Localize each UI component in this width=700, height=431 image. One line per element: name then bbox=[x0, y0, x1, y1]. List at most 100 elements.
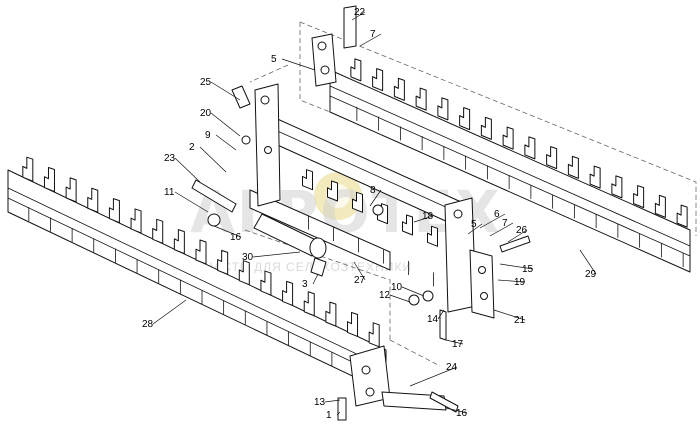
tine bbox=[567, 155, 579, 179]
tine bbox=[238, 260, 250, 286]
tine bbox=[480, 116, 492, 140]
callout-leader bbox=[489, 222, 514, 237]
tine bbox=[654, 194, 666, 218]
callout-21: 21 bbox=[514, 315, 526, 326]
pins-and-parts bbox=[191, 85, 531, 341]
tine bbox=[589, 165, 601, 189]
callout-leader bbox=[437, 309, 445, 320]
washer-12 bbox=[408, 294, 420, 306]
main-frame bbox=[249, 83, 495, 319]
rear-bracket bbox=[311, 33, 337, 87]
tine bbox=[260, 270, 272, 296]
tine bbox=[352, 191, 363, 213]
callout-13: 13 bbox=[314, 397, 326, 408]
rear-harrow-bar bbox=[311, 5, 691, 273]
callout-leader bbox=[579, 249, 597, 275]
tine bbox=[427, 225, 438, 247]
washer-16 bbox=[207, 213, 221, 227]
callout-leader bbox=[152, 299, 187, 325]
callout-28: 28 bbox=[142, 319, 154, 330]
callout-9: 9 bbox=[205, 130, 211, 141]
callout-16: 16 bbox=[456, 408, 468, 419]
nut-20 bbox=[241, 135, 251, 145]
callout-leader bbox=[507, 229, 528, 243]
callout-leader bbox=[445, 339, 464, 345]
callout-24: 24 bbox=[446, 362, 458, 373]
callout-leader bbox=[312, 273, 319, 285]
left-mast bbox=[254, 83, 281, 207]
tine bbox=[173, 229, 185, 255]
nut-8 bbox=[372, 204, 384, 216]
callout-leader bbox=[467, 223, 483, 235]
callout-20: 20 bbox=[200, 108, 212, 119]
callout-17: 17 bbox=[452, 339, 464, 350]
callout-10: 10 bbox=[391, 282, 403, 293]
callout-11: 11 bbox=[164, 187, 175, 198]
callout-leader bbox=[215, 134, 237, 151]
tine bbox=[437, 97, 449, 121]
callout-leader bbox=[174, 191, 209, 213]
callout-leader bbox=[252, 251, 301, 258]
callout-6: 6 bbox=[494, 209, 500, 220]
callout-leader bbox=[409, 366, 458, 387]
callout-leader bbox=[210, 81, 241, 101]
callout-leader bbox=[497, 279, 526, 283]
tine bbox=[152, 218, 164, 244]
callout-7: 7 bbox=[502, 218, 508, 229]
tine bbox=[676, 204, 688, 228]
tine bbox=[87, 187, 99, 213]
callout-leader bbox=[359, 33, 382, 47]
callout-12: 12 bbox=[379, 290, 391, 301]
tine bbox=[130, 208, 142, 234]
tine bbox=[347, 311, 359, 337]
pin-16b bbox=[429, 391, 459, 413]
tine bbox=[633, 185, 645, 209]
pin-23 bbox=[191, 179, 237, 213]
tine bbox=[611, 175, 623, 199]
tube-30 bbox=[253, 213, 321, 257]
rear-clamp-22 bbox=[343, 5, 357, 49]
callout-2: 2 bbox=[189, 142, 195, 153]
tine bbox=[393, 77, 405, 101]
callout-8: 8 bbox=[370, 185, 376, 196]
washer-10 bbox=[422, 290, 434, 302]
callout-leader bbox=[413, 215, 434, 223]
callout-25: 25 bbox=[200, 77, 212, 88]
callout-7: 7 bbox=[370, 29, 376, 40]
callout-27: 27 bbox=[354, 275, 366, 286]
callout-5: 5 bbox=[271, 54, 277, 65]
callout-leader bbox=[369, 189, 382, 207]
callout-leader bbox=[174, 157, 201, 183]
tine bbox=[372, 68, 384, 92]
front-tines bbox=[22, 156, 380, 387]
tine bbox=[65, 177, 77, 203]
lever-25 bbox=[231, 85, 251, 109]
tine bbox=[415, 87, 427, 111]
tine bbox=[43, 167, 55, 193]
callout-leader bbox=[499, 263, 534, 270]
callout-15: 15 bbox=[522, 264, 534, 275]
tine bbox=[459, 107, 471, 131]
callout-14: 14 bbox=[427, 314, 439, 325]
tine bbox=[303, 291, 315, 317]
tine bbox=[217, 249, 229, 275]
pin-26 bbox=[499, 235, 531, 253]
callout-23: 23 bbox=[164, 153, 176, 164]
tine bbox=[402, 214, 413, 236]
callout-19: 19 bbox=[514, 277, 526, 288]
callout-3: 3 bbox=[302, 279, 308, 290]
callout-18: 18 bbox=[422, 211, 434, 222]
callout-30: 30 bbox=[242, 252, 254, 263]
tine bbox=[350, 58, 362, 82]
tine bbox=[282, 280, 294, 306]
tine bbox=[325, 301, 337, 327]
callout-leader bbox=[336, 411, 341, 416]
tine bbox=[108, 198, 120, 224]
callout-leader bbox=[353, 261, 366, 281]
rear-tines bbox=[350, 58, 688, 268]
callout-leader bbox=[351, 11, 366, 21]
pin-3 bbox=[310, 257, 327, 277]
callout-29: 29 bbox=[585, 269, 597, 280]
right-plate-21 bbox=[469, 249, 495, 319]
